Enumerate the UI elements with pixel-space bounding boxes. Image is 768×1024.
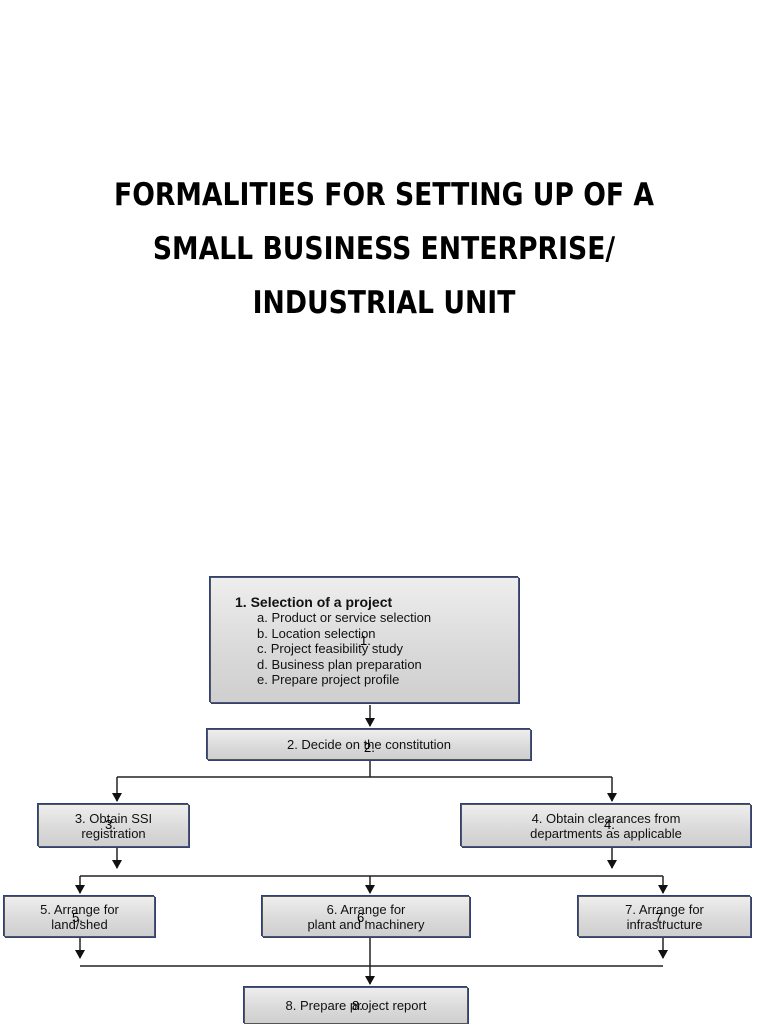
step-1-item-b: b. Location selection <box>257 625 376 641</box>
step-3-box: 3. Obtain SSI registration <box>38 804 189 847</box>
step-2-box: 2. Decide on the constitution <box>207 729 531 760</box>
title-line-2: SMALL BUSINESS ENTERPRISE/ <box>152 231 616 267</box>
step-6-box: 6. Arrange for plant and machinery <box>262 896 470 937</box>
step-1-number-overlay: 1. <box>360 633 371 648</box>
step-1-heading: 1. Selection of a project <box>235 594 393 610</box>
step-3-text-line-1: 3. Obtain SSI <box>74 810 153 826</box>
step-8-number-overlay: 8. <box>352 998 363 1013</box>
step-2-number-overlay: 2. <box>364 740 375 755</box>
step-5-text-line-2: land/shed <box>51 916 108 932</box>
step-7-text-line-1: 7. Arrange for <box>625 901 704 917</box>
step-6-text-line-1: 6. Arrange for <box>326 901 406 917</box>
step-5-number-overlay: 5. <box>72 910 83 925</box>
step-3-number-overlay: 3. <box>105 817 116 832</box>
step-4-text-line-1: 4. Obtain clearances from <box>531 810 681 826</box>
step-2-text: 2. Decide on the constitution <box>286 737 452 752</box>
step-1-box: 1. Selection of a project a. Product or … <box>210 577 519 703</box>
slide-title: FORMALITIES FOR SETTING UP OF A SMALL BU… <box>54 168 714 330</box>
step-1-item-d: d. Business plan preparation <box>257 656 422 672</box>
title-line-1: FORMALITIES FOR SETTING UP OF A <box>113 177 654 213</box>
step-8-box: 8. Prepare project report <box>244 987 468 1024</box>
step-7-box: 7. Arrange for infrastructure <box>578 896 751 937</box>
step-4-number-overlay: 4. <box>604 817 615 832</box>
step-5-box: 5. Arrange for land/shed <box>4 896 155 937</box>
step-8-text: 8. Prepare project report <box>285 998 427 1013</box>
step-4-box: 4. Obtain clearances from departments as… <box>461 804 751 847</box>
step-1-item-e: e. Prepare project profile <box>257 672 400 687</box>
step-6-text-line-2: plant and machinery <box>307 916 425 932</box>
step-1-item-a: a. Product or service selection <box>257 610 432 625</box>
title-line-3: INDUSTRIAL UNIT <box>252 285 516 321</box>
step-7-text-line-2: infrastructure <box>626 916 703 932</box>
step-7-number-overlay: 7. <box>655 910 666 925</box>
step-5-text-line-1: 5. Arrange for <box>40 901 119 917</box>
step-1-item-c: c. Project feasibility study <box>257 641 403 656</box>
step-4-text-line-2: departments as applicable <box>530 825 682 841</box>
step-6-number-overlay: 6. <box>357 910 368 925</box>
step-3-text-line-2: registration <box>81 825 146 841</box>
